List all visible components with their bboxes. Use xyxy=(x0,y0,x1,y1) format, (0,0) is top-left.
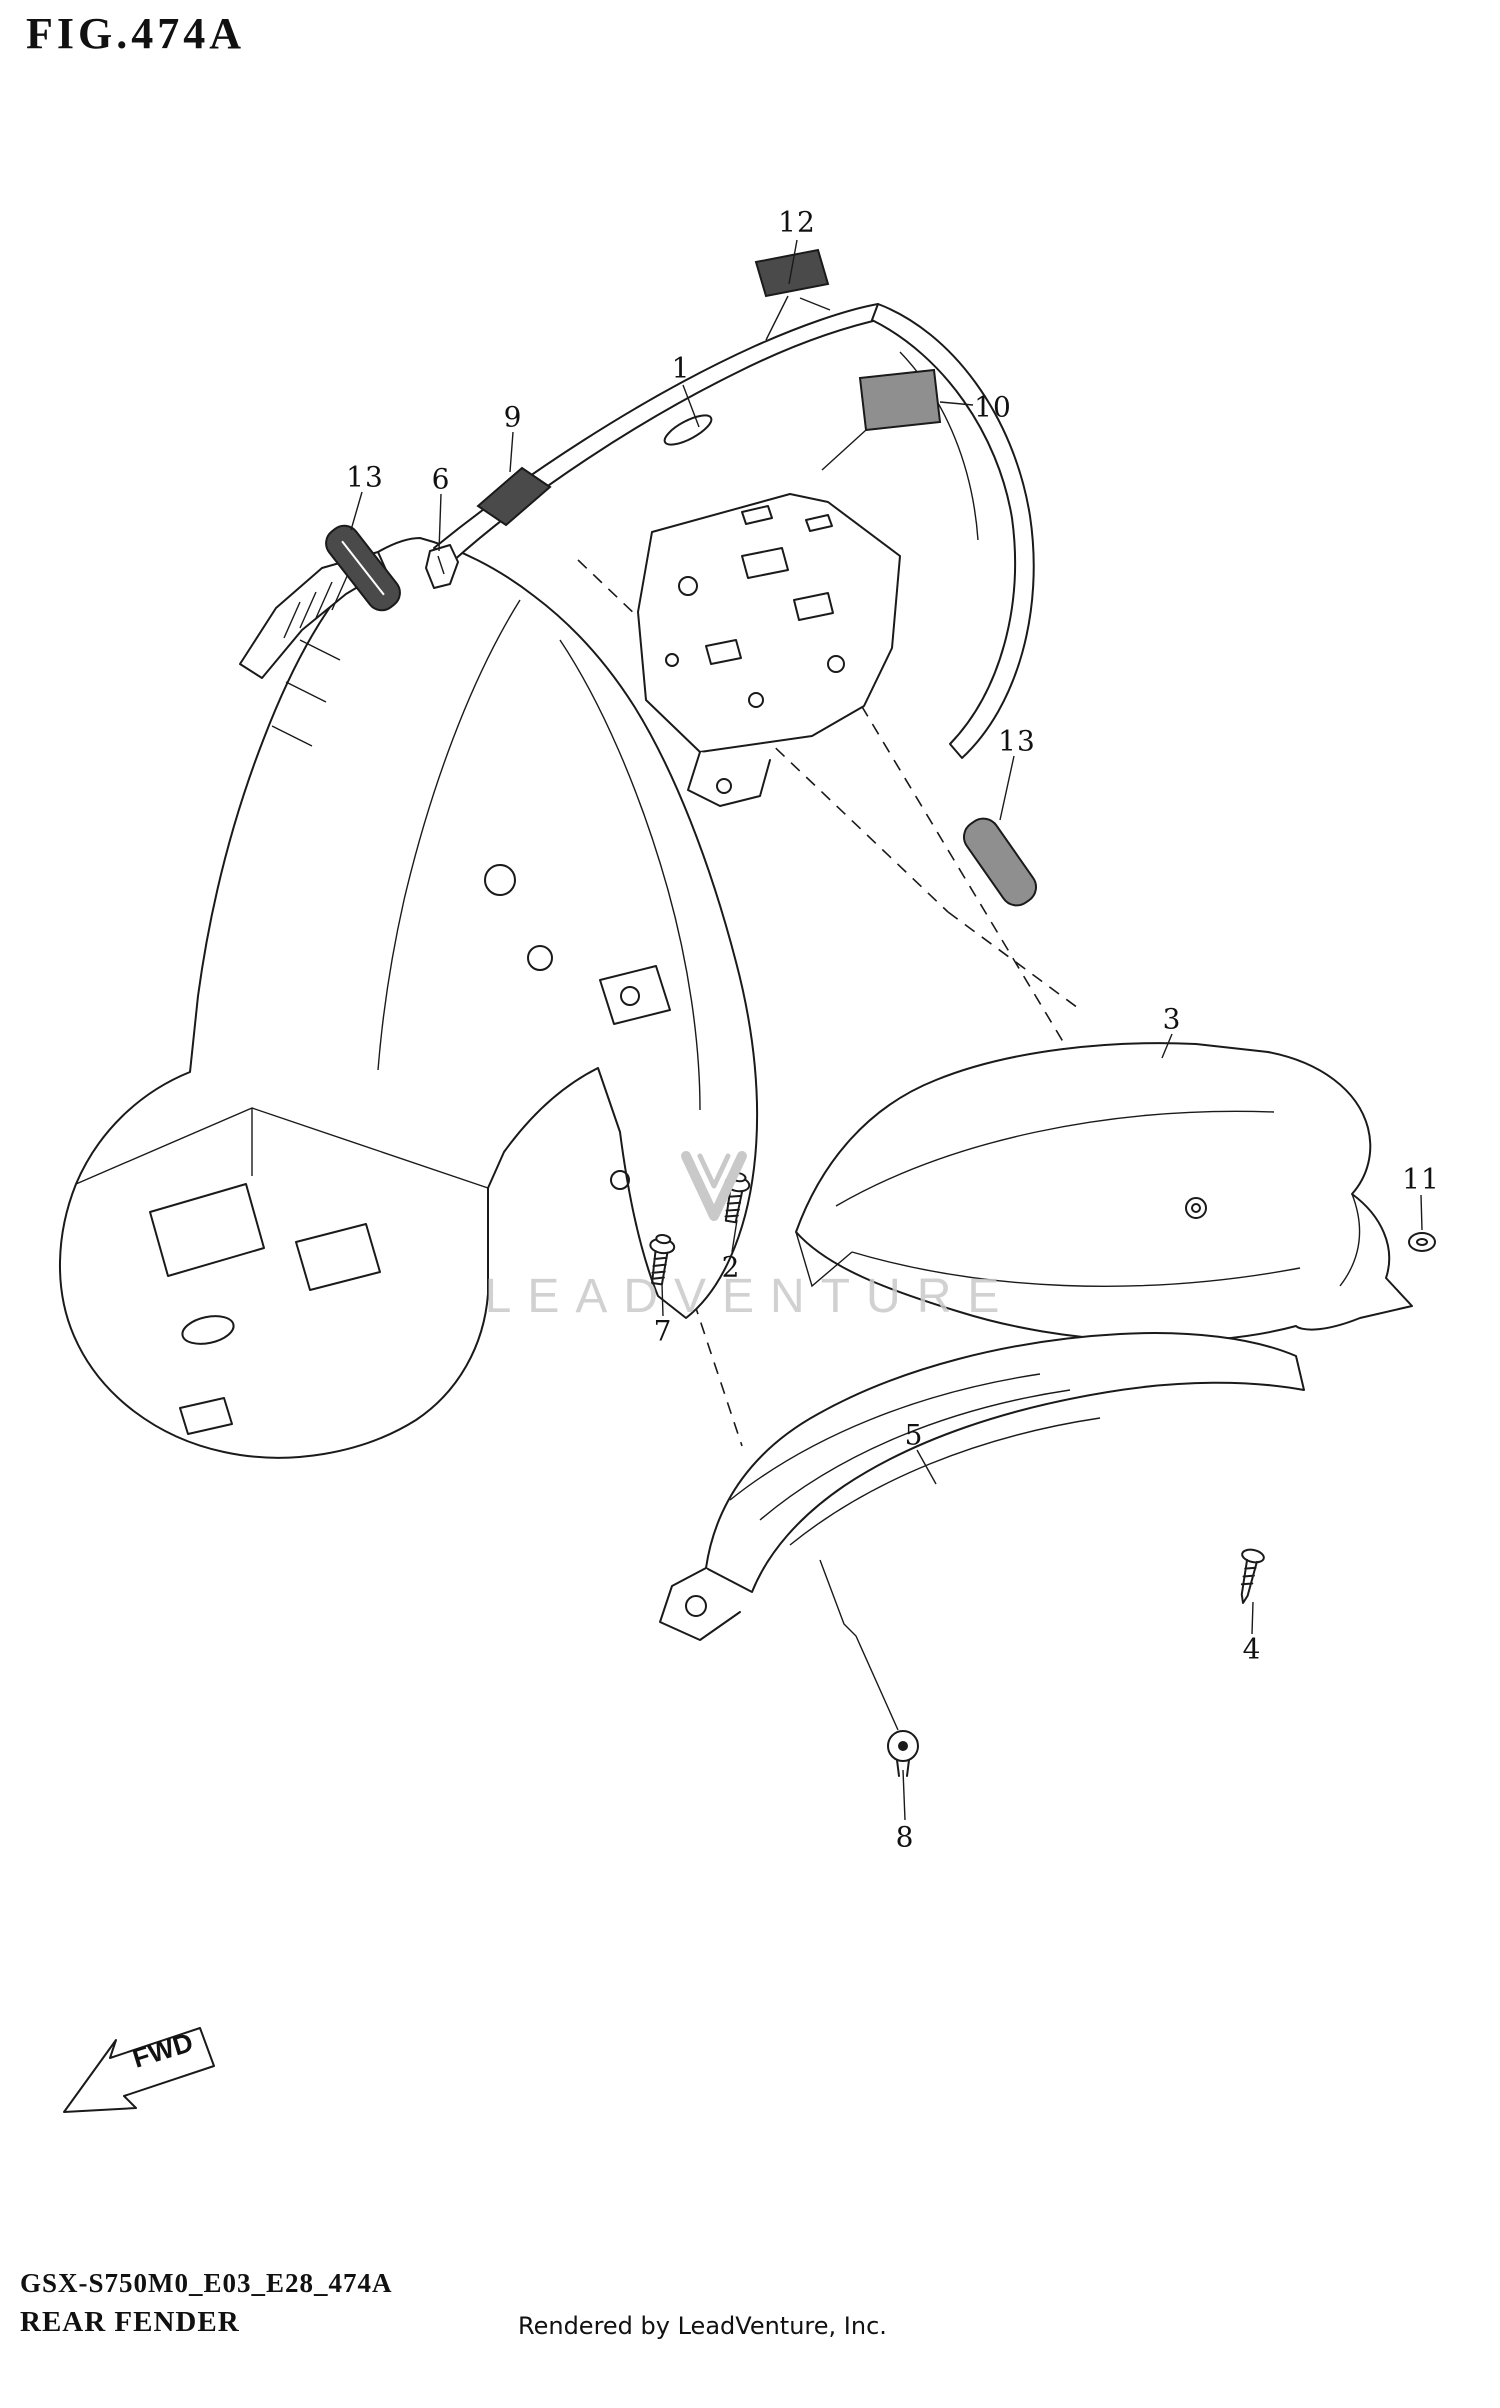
washer-11 xyxy=(1408,1232,1436,1252)
callout-13-right: 13 xyxy=(998,724,1036,758)
cushion-13-left xyxy=(325,524,401,612)
fwd-arrow: FWD xyxy=(63,2027,215,2113)
callout-11: 11 xyxy=(1402,1162,1440,1196)
watermark: LEADVENTURE xyxy=(485,1151,1016,1323)
callout-5: 5 xyxy=(904,1418,924,1452)
callout-13-left: 13 xyxy=(346,460,384,494)
pad-9 xyxy=(476,466,552,527)
figure-title: FIG.474A xyxy=(26,9,245,58)
pad-10 xyxy=(821,368,942,471)
callout-9: 9 xyxy=(503,400,523,434)
cushion-13-right xyxy=(963,817,1037,907)
side-rear-fender xyxy=(795,1042,1413,1343)
watermark-logo-icon xyxy=(681,1151,747,1221)
callout-1: 1 xyxy=(671,351,691,385)
figure-caption: REAR FENDER xyxy=(20,2306,240,2338)
watermark-text: LEADVENTURE xyxy=(485,1270,1016,1323)
leader-lines xyxy=(350,239,1423,1821)
pad-12 xyxy=(754,248,830,341)
callout-2: 2 xyxy=(721,1250,741,1284)
tail-cowl-rails xyxy=(433,297,1035,759)
seat-bracket-plate xyxy=(637,493,901,807)
callout-12: 12 xyxy=(778,205,816,239)
inner-fender-assembly xyxy=(58,537,759,1459)
callout-8: 8 xyxy=(895,1820,915,1854)
screw-4 xyxy=(1240,1548,1265,1604)
callout-7: 7 xyxy=(653,1314,673,1348)
bolt-7 xyxy=(649,1234,676,1286)
diagram-code: GSX-S750M0_E03_E28_474A xyxy=(20,2268,393,2298)
clip-6 xyxy=(425,544,459,589)
callout-4: 4 xyxy=(1242,1632,1262,1666)
rivet-8 xyxy=(887,1730,919,1777)
rendered-by-credit: Rendered by LeadVenture, Inc. xyxy=(518,2312,887,2340)
lower-fender-brace xyxy=(659,1332,1305,1731)
callout-6: 6 xyxy=(431,462,451,496)
callout-3: 3 xyxy=(1162,1002,1182,1036)
callout-10: 10 xyxy=(974,390,1012,424)
